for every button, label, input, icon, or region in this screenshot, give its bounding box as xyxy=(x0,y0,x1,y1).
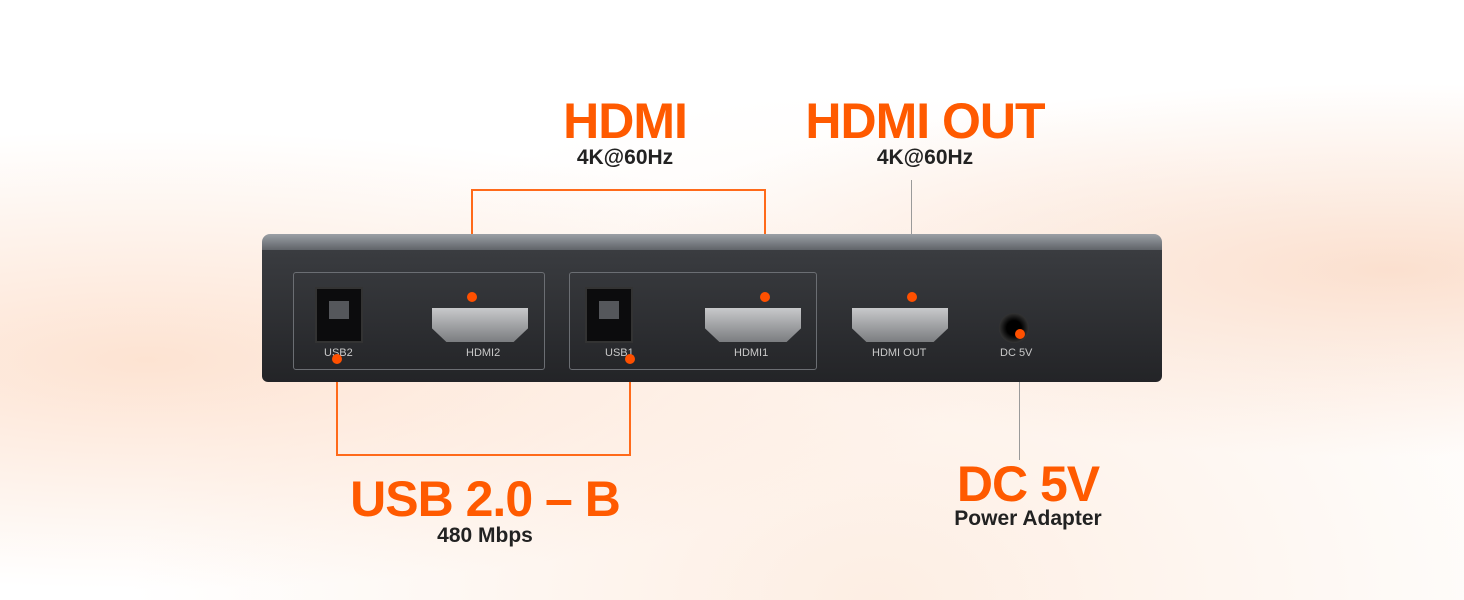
usb-bracket-left xyxy=(336,362,338,456)
hdmi2-port xyxy=(432,308,528,342)
usb-spec: 480 Mbps xyxy=(437,524,533,547)
hdmi1-port xyxy=(705,308,801,342)
usb2-label: USB2 xyxy=(324,347,353,359)
usb-bracket-right xyxy=(629,362,631,456)
dc-port xyxy=(999,313,1029,343)
hdmi-bracket-top xyxy=(471,189,766,191)
dc-spec: Power Adapter xyxy=(954,507,1102,530)
usb1-port xyxy=(585,287,633,343)
usb-bracket-bottom xyxy=(336,454,631,456)
hdmi1-marker xyxy=(760,292,770,302)
kvm-switch-body: USB2 HDMI2 USB1 HDMI1 HDMI OUT DC 5V xyxy=(262,250,1162,382)
usb2-marker xyxy=(332,354,342,364)
hdmi-input-spec: 4K@60Hz xyxy=(576,146,674,169)
usb-title: USB 2.0 – B xyxy=(350,471,621,527)
port-group-2 xyxy=(293,272,545,370)
hdmi-out-label: HDMI OUT xyxy=(872,347,927,359)
hdmi-out-title: HDMI OUT xyxy=(805,93,1045,149)
hdmi1-label: HDMI1 xyxy=(734,347,769,359)
hdmi-out-spec: 4K@60Hz xyxy=(876,146,974,169)
dc-line xyxy=(1019,335,1020,460)
hdmi-input-title: HDMI xyxy=(563,93,688,149)
usb2-port xyxy=(315,287,363,343)
hdmi2-label: HDMI2 xyxy=(466,347,501,359)
dc-label: DC 5V xyxy=(1000,347,1033,359)
dc-title: DC 5V xyxy=(956,456,1100,512)
hdmi-out-marker xyxy=(907,292,917,302)
hdmi2-marker xyxy=(467,292,477,302)
hdmi-out-port xyxy=(852,308,948,342)
port-group-1 xyxy=(569,272,817,370)
usb1-marker xyxy=(625,354,635,364)
dc-marker xyxy=(1015,329,1025,339)
